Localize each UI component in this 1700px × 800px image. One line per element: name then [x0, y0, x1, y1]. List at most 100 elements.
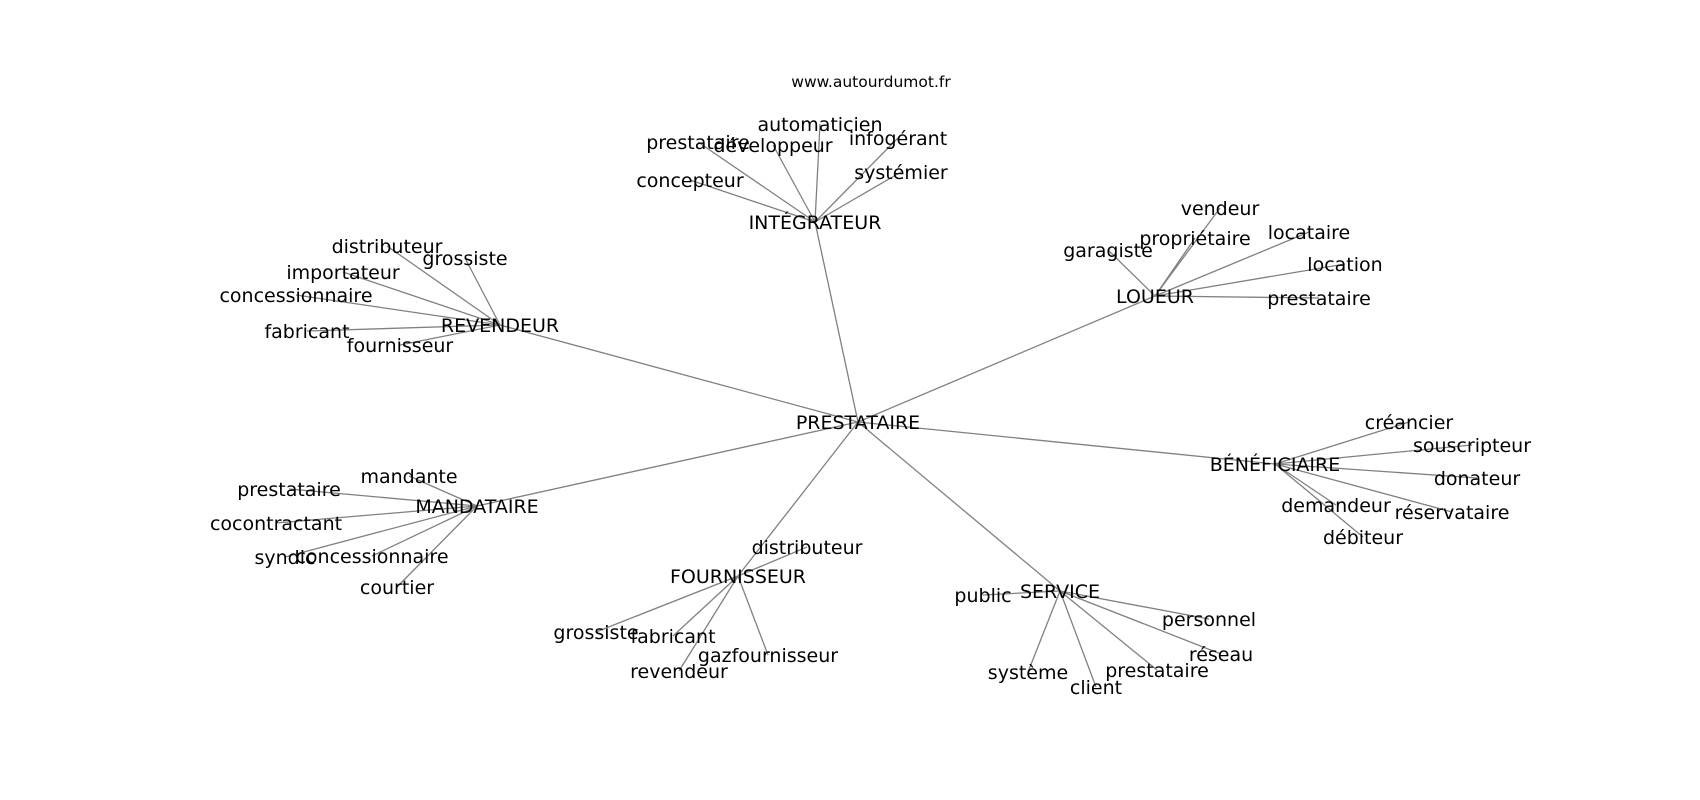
leaf-node-loueur-garagiste: garagiste: [1063, 240, 1153, 262]
edge-loueur-proprietaire: [1154, 237, 1196, 297]
leaf-node-beneficiaire-demandeur: demandeur: [1281, 495, 1391, 517]
leaf-node-fournisseur-distributeur: distributeur: [752, 537, 863, 559]
edge-revendeur-importateur: [342, 271, 501, 326]
leaf-node-loueur-locataire: locataire: [1268, 222, 1350, 244]
edge-integrateur-infogerant: [814, 137, 899, 223]
edge-loueur-locataire: [1154, 231, 1310, 297]
leaf-node-service-client: client: [1070, 677, 1122, 699]
edge-service-client: [1059, 590, 1097, 688]
edge-integrateur-concepteur: [689, 179, 816, 223]
edge-revendeur-fabricant: [306, 324, 501, 332]
leaf-node-revendeur-fabricant: fabricant: [264, 321, 349, 343]
edge-beneficiaire-debiteur: [1274, 463, 1364, 538]
edges-layer: [275, 123, 1478, 688]
edge-service-systeme: [1027, 590, 1061, 673]
edge-loueur-location: [1154, 263, 1346, 297]
edge-revendeur-distributeur: [386, 245, 501, 326]
edge-fournisseur-grossiste: [595, 575, 739, 633]
edge-service-prestataire: [1059, 590, 1158, 671]
leaf-node-mandataire-cocontractant: cocontractant: [210, 513, 342, 535]
leaf-node-service-prestataire: prestataire: [1105, 660, 1209, 682]
leaf-node-loueur-prestataire: prestataire: [1267, 288, 1371, 310]
leaf-node-beneficiaire-reservataire: réservataire: [1395, 502, 1510, 524]
edge-beneficiaire-souscripteur: [1274, 444, 1473, 465]
edge-revendeur-fournisseur: [399, 324, 501, 346]
hub-node-service: SERVICE: [1020, 581, 1100, 603]
leaf-node-service-public: public: [954, 585, 1011, 607]
hub-node-revendeur: REVENDEUR: [441, 315, 559, 337]
leaf-node-service-reseau: réseau: [1189, 644, 1253, 666]
edge-service-reseau: [1059, 590, 1222, 655]
leaf-node-revendeur-grossiste: grossiste: [422, 248, 507, 270]
leaf-node-revendeur-fournisseur: fournisseur: [347, 335, 454, 357]
leaf-node-mandataire-concessionnaire: concessionnaire: [295, 546, 448, 568]
leaf-node-mandataire-syndic: syndic: [255, 547, 316, 569]
edge-mandataire-syndic: [284, 505, 478, 558]
edge-integrateur-prestataire: [697, 141, 816, 223]
leaf-node-service-systeme: système: [988, 662, 1068, 684]
leaf-node-revendeur-distributeur: distributeur: [332, 236, 443, 258]
hub-node-beneficiaire: BÉNÉFICIAIRE: [1210, 453, 1340, 476]
edge-loueur-prestataire: [1154, 295, 1320, 299]
edge-center-mandataire: [476, 421, 859, 507]
edge-center-service: [857, 421, 1061, 592]
leaf-node-mandataire-courtier: courtier: [360, 577, 434, 599]
leaf-node-mandataire-mandante: mandante: [360, 466, 457, 488]
leaf-node-service-personnel: personnel: [1162, 609, 1256, 631]
edge-fournisseur-fabricant: [672, 575, 739, 637]
edge-revendeur-concessionnaire: [295, 294, 501, 326]
labels-layer: automaticieninfogérantprestatairedévelop…: [210, 114, 1531, 699]
source-watermark: www.autourdumot.fr: [791, 73, 951, 91]
leaf-node-loueur-location: location: [1307, 254, 1382, 276]
hub-node-mandataire: MANDATAIRE: [415, 496, 538, 518]
leaf-node-fournisseur-revendeur: revendeur: [630, 661, 728, 683]
leaf-node-integrateur-systemier: systémier: [854, 162, 948, 184]
edge-mandataire-cocontractant: [275, 505, 478, 524]
edge-center-fournisseur: [737, 421, 859, 577]
leaf-node-mandataire-prestataire: prestataire: [237, 479, 341, 501]
edge-integrateur-developpeur: [772, 144, 816, 223]
leaf-node-beneficiaire-creancier: créancier: [1365, 412, 1454, 434]
hub-node-integrateur: INTÉGRATEUR: [749, 211, 882, 234]
center-node-prestataire: PRESTATAIRE: [796, 412, 920, 434]
leaf-node-fournisseur-grossiste: grossiste: [553, 622, 638, 644]
leaf-node-beneficiaire-debiteur: débiteur: [1323, 527, 1403, 549]
edge-fournisseur-revendeur: [678, 575, 739, 672]
leaf-node-fournisseur-fabricant: fabricant: [630, 626, 715, 648]
edge-mandataire-courtier: [396, 505, 478, 588]
leaf-node-fournisseur-gazfournisseur: gazfournisseur: [698, 645, 838, 667]
edge-integrateur-automaticien: [814, 123, 821, 223]
leaf-node-beneficiaire-souscripteur: souscripteur: [1413, 435, 1531, 457]
edge-fournisseur-distributeur: [737, 546, 808, 577]
leaf-node-loueur-vendeur: vendeur: [1181, 198, 1260, 220]
leaf-node-integrateur-infogerant: infogérant: [849, 128, 947, 150]
edge-center-loueur: [857, 295, 1156, 423]
edge-beneficiaire-demandeur: [1274, 463, 1337, 506]
edge-beneficiaire-reservataire: [1274, 463, 1453, 513]
leaf-node-integrateur-prestataire: prestataire: [646, 132, 750, 154]
leaf-node-loueur-proprietaire: propriétaire: [1139, 228, 1250, 250]
edge-center-revendeur: [499, 324, 859, 423]
hub-node-loueur: LOUEUR: [1116, 286, 1194, 308]
edge-service-personnel: [1059, 590, 1210, 620]
edge-service-public: [982, 590, 1061, 596]
edge-revendeur-grossiste: [464, 257, 501, 326]
edge-center-integrateur: [814, 221, 859, 423]
edge-beneficiaire-creancier: [1274, 421, 1410, 465]
leaf-node-integrateur-developpeur: développeur: [713, 135, 832, 157]
edge-center-beneficiaire: [857, 421, 1276, 465]
edge-fournisseur-gazfournisseur: [737, 575, 769, 656]
edge-beneficiaire-donateur: [1274, 463, 1478, 479]
edge-loueur-garagiste: [1107, 249, 1156, 297]
leaf-node-integrateur-automaticien: automaticien: [757, 114, 882, 136]
edge-mandataire-prestataire: [288, 488, 478, 507]
edge-mandataire-mandante: [408, 475, 478, 507]
leaf-node-beneficiaire-donateur: donateur: [1434, 468, 1521, 490]
hub-node-fournisseur: FOURNISSEUR: [670, 566, 806, 588]
leaf-node-revendeur-importateur: importateur: [286, 262, 400, 284]
edge-mandataire-concessionnaire: [371, 505, 478, 557]
leaf-node-revendeur-concessionnaire: concessionnaire: [219, 285, 372, 307]
edge-integrateur-systemier: [814, 171, 902, 223]
leaf-node-integrateur-concepteur: concepteur: [636, 170, 743, 192]
